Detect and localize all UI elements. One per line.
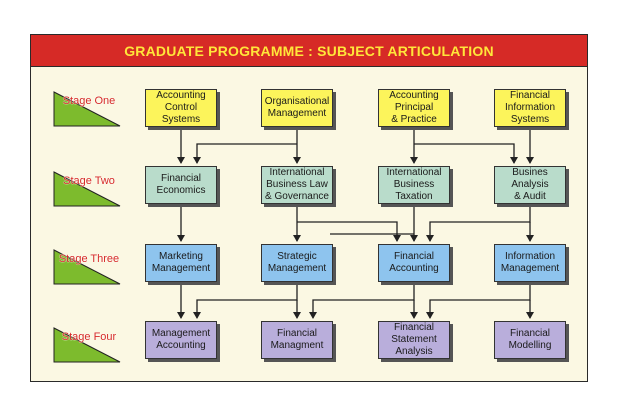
connector-om-to-fe [193,143,297,164]
subject-information-management: Information Management [494,244,566,282]
subject-accounting-principal-practice: Accounting Principal & Practice [378,89,450,127]
subject-strategic-management: Strategic Management [261,244,333,282]
connector-sm-to-mac [193,283,298,319]
stage-two-marker: Stage Two [52,168,122,208]
subject-international-business-taxation: International Business Taxation [378,166,450,204]
subject-international-business-law-governance: International Business Law & Governance [261,166,333,204]
subject-financial-modelling: Financial Modelling [494,321,566,359]
stage-three-triangle [53,249,121,285]
subject-marketing-management: Marketing Management [145,244,217,282]
stage-three-marker: Stage Three [52,246,122,286]
stage-one-label: Stage One [62,95,116,107]
stage-four-label: Stage Four [61,331,117,343]
subject-management-accounting: Management Accounting [145,321,217,359]
stage-one-marker: Stage One [52,88,122,128]
stage-three-label: Stage Three [58,253,120,265]
stage-two-triangle [53,171,121,207]
subject-organisational-management: Organisational Management [261,89,333,127]
subject-financial-managment: Financial Managment [261,321,333,359]
subject-financial-economics: Financial Economics [145,166,217,204]
subject-financial-statement-analysis: Financial Statement Analysis [378,321,450,359]
stage-two-label: Stage Two [63,175,115,187]
stage-one-triangle [53,91,121,127]
connector-ibl-to-fa [297,221,401,242]
stage-four-triangle [53,327,121,363]
connector-baa-to-fa [426,205,531,242]
connector-fa-to-fm [309,283,415,319]
subject-financial-accounting: Financial Accounting [378,244,450,282]
subject-accounting-control-systems: Accounting Control Systems [145,89,217,127]
subject-financial-information-systems: Financial Information Systems [494,89,566,127]
diagram-title: GRADUATE PROGRAMME : SUBJECT ARTICULATIO… [124,42,494,59]
title-bar: GRADUATE PROGRAMME : SUBJECT ARTICULATIO… [31,35,587,67]
stage-four-marker: Stage Four [52,324,122,364]
connector-app-to-baa [414,143,518,164]
subject-business-analysis-audit: Busines Analysis & Audit [494,166,566,204]
connector-im-to-fsa [426,283,531,319]
